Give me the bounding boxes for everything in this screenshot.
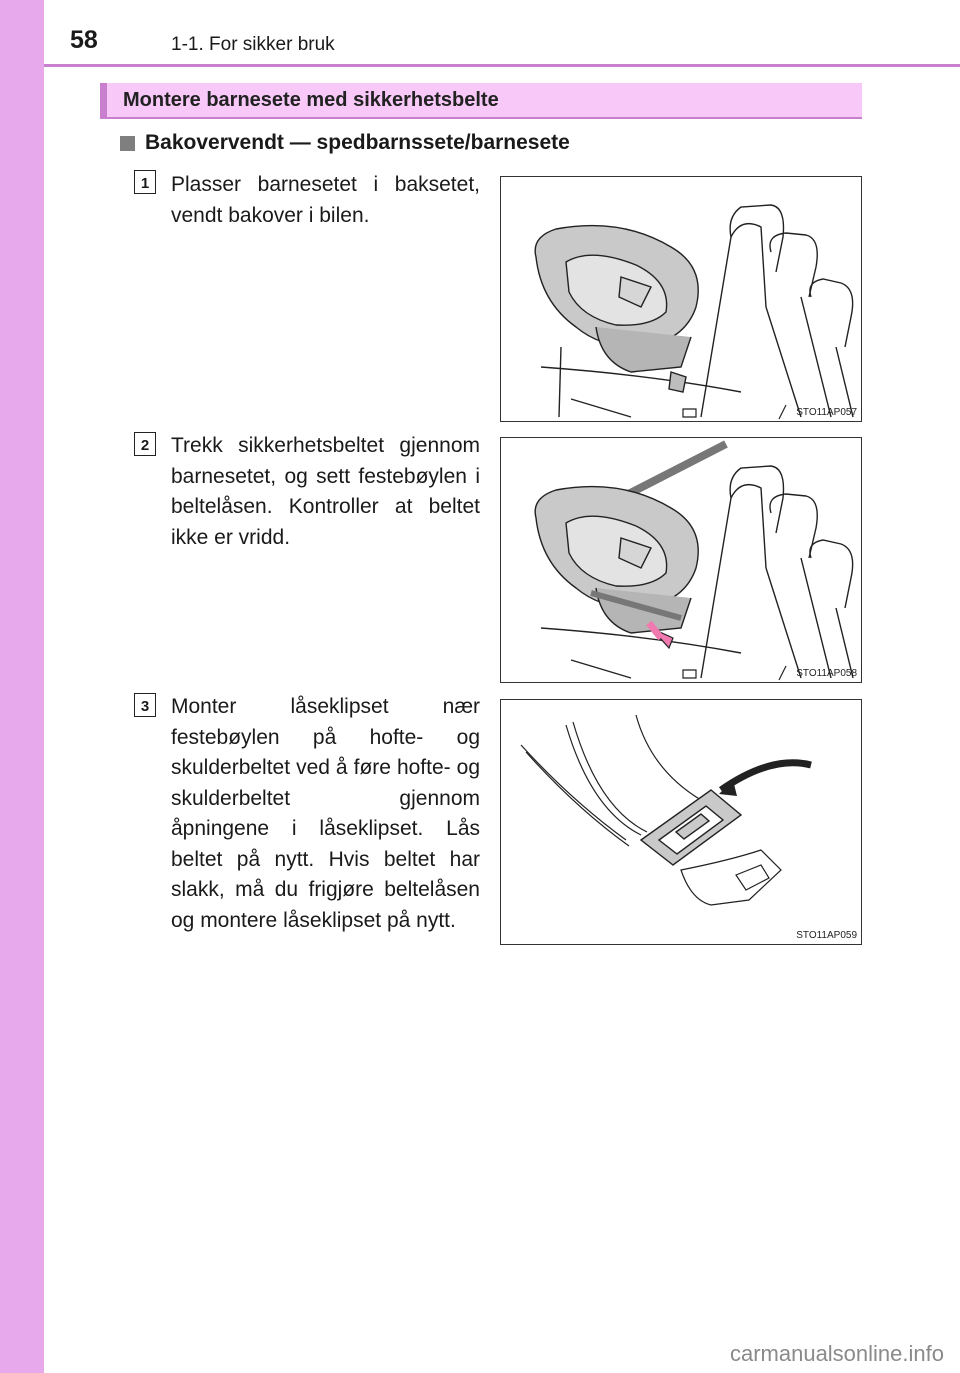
section-title: Montere barnesete med sikkerhetsbelte [123, 89, 499, 111]
page-side-tab [0, 0, 44, 1373]
figure-code-1: STO11AP057 [796, 407, 857, 418]
step-text-3: Monter låseklipset nær festebøylen på ho… [171, 695, 480, 932]
step-number-2: 2 [134, 432, 156, 456]
seatbelt-routing-illustration [534, 440, 854, 681]
page-number: 58 [70, 26, 98, 54]
header-divider [44, 64, 960, 67]
step-number-1: 1 [134, 170, 156, 194]
figure-code-3: STO11AP059 [796, 930, 857, 941]
subheading: Bakovervendt — spedbarnssete/barnesete [120, 131, 570, 155]
figure-2-seatbelt-routing: STO11AP058 [500, 437, 862, 683]
square-bullet-icon [120, 135, 135, 151]
figure-1-child-seat-placement: STO11AP057 [500, 176, 862, 422]
rear-seat-illustration [534, 204, 854, 420]
step-text-1: Plasser barnesetet i baksetet, vendt bak… [171, 173, 480, 227]
chapter-title: 1-1. For sikker bruk [171, 34, 335, 55]
subheading-text: Bakovervendt — spedbarnssete/barnesete [145, 131, 570, 154]
step-text-2: Trekk sikkerhetsbeltet gjennom barnesete… [171, 434, 480, 549]
figure-3-locking-clip: STO11AP059 [500, 699, 862, 945]
section-header: Montere barnesete med sikkerhetsbelte [100, 83, 862, 119]
step-number-3: 3 [134, 693, 156, 717]
figure-code-2: STO11AP058 [796, 668, 857, 679]
locking-clip-illustration [520, 714, 812, 906]
watermark: carmanualsonline.info [729, 1341, 944, 1366]
